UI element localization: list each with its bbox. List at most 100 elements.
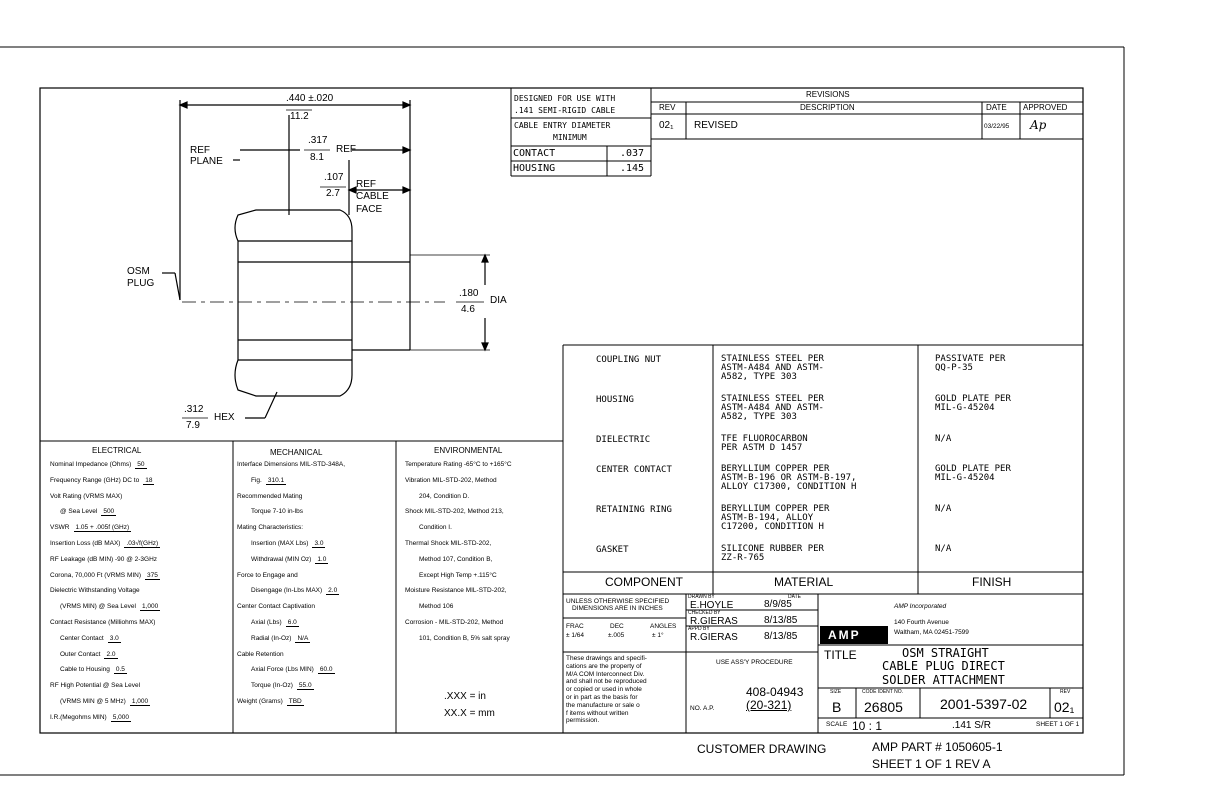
title-label: TITLE xyxy=(824,648,857,662)
scale-note: .141 S/R xyxy=(952,720,991,731)
finish-header: FINISH xyxy=(972,575,1012,589)
mechanical-row-label: Force to Engage and xyxy=(237,571,298,579)
mechanical-row: Axial (Lbs)6.0 xyxy=(237,619,299,627)
housing-value: .145 xyxy=(620,163,645,174)
code-ident-label: CODE IDENT NO. xyxy=(862,689,904,695)
electrical-row-label: Dielectric Withstanding Voltage xyxy=(50,587,140,595)
electrical-row-label: Nominal Impedance (Ohms) xyxy=(50,461,132,468)
checked-date: 8/13/85 xyxy=(764,615,798,626)
frac-value: ± 1/64 xyxy=(566,632,585,639)
desc-col-header: DESCRIPTION xyxy=(800,103,855,112)
dim-dia: .180 xyxy=(459,288,479,299)
environmental-row: Vibration MIL-STD-202, Method xyxy=(405,476,497,484)
sheet-count: SHEET 1 OF 1 xyxy=(1036,721,1080,728)
electrical-row-value: 3.0 xyxy=(107,634,121,643)
electrical-row: Nominal Impedance (Ohms)50 xyxy=(50,461,147,469)
mechanical-row-value: N/A xyxy=(295,634,311,643)
company-address-1: 140 Fourth Avenue xyxy=(894,619,949,626)
material-finish: N/A xyxy=(935,434,952,444)
size-value: B xyxy=(832,699,842,715)
electrical-row: Dielectric Withstanding Voltage xyxy=(50,587,140,594)
drawing-number: 2001-5397-02 xyxy=(940,696,1028,712)
angles-value: ± 1° xyxy=(652,632,664,639)
environmental-row: Thermal Shock MIL-STD-202, xyxy=(405,540,492,547)
component-header: COMPONENT xyxy=(605,575,683,589)
mechanical-row-value: TBD xyxy=(286,698,304,706)
mechanical-row-label: Torque (In-Oz) xyxy=(251,682,293,690)
procedure-number: 408-04943 xyxy=(746,685,804,699)
mechanical-row-value: 2.0 xyxy=(326,587,340,596)
electrical-row-value: 18 xyxy=(143,476,155,485)
electrical-row-label: Corona, 70,000 Ft (VRMS MIN) xyxy=(50,571,142,579)
unless-line-1: UNLESS OTHERWISE SPECIFIED xyxy=(566,598,670,605)
mechanical-row-value: 55.0 xyxy=(296,682,314,691)
mechanical-row: Weight (Grams)TBD xyxy=(237,698,304,706)
mechanical-row-label: Mating Characteristics: xyxy=(237,524,304,532)
material-finish: N/A xyxy=(935,544,952,554)
dim-hex: .312 xyxy=(184,404,204,415)
rev-label: REV xyxy=(1060,689,1071,695)
drawing-rev: 02₁ xyxy=(1054,699,1075,715)
dim-dia-mm: 4.6 xyxy=(461,304,475,315)
environmental-row: Method 107, Condition B, xyxy=(419,555,493,563)
mechanical-row-value: 310.1 xyxy=(265,476,287,485)
mechanical-row-label: Interface Dimensions MIL-STD-348A, xyxy=(237,461,346,468)
dia-label: DIA xyxy=(490,295,507,306)
mechanical-row-label: Weight (Grams) xyxy=(237,698,283,705)
electrical-row-value: .03√f(GHz) xyxy=(124,540,161,548)
electrical-row-label: Outer Contact xyxy=(60,650,101,658)
ref-plane-label-2: PLANE xyxy=(190,156,223,167)
design-line-3: CABLE ENTRY DIAMETER xyxy=(514,121,611,130)
code-ident: 26805 xyxy=(864,699,903,715)
dim-cable-face-mm: 2.7 xyxy=(326,188,340,199)
checked-by-label: CHECKED BY xyxy=(688,610,721,616)
drawn-by-label: DRAWN BY xyxy=(688,594,715,600)
approved-by-label: APPD BY xyxy=(688,626,710,632)
osm-plug-label-1: OSM xyxy=(127,266,150,277)
material-component: GASKET xyxy=(596,545,629,555)
dim-ref-plane: .317 xyxy=(308,135,328,146)
mechanical-row: Force to Engage and xyxy=(237,572,298,579)
electrical-row-label: (VRMS MIN @ 5 MHz) xyxy=(60,698,126,705)
customer-drawing: CUSTOMER DRAWING xyxy=(697,742,827,756)
mechanical-row: Withdrawal (MIN Oz)1.0 xyxy=(237,555,329,564)
environmental-row: Shock MIL-STD-202, Method 213, xyxy=(405,508,504,516)
mechanical-row: Torque (In-Oz)55.0 xyxy=(237,682,314,691)
mechanical-row: Torque 7-10 in-lbs xyxy=(237,508,303,515)
contact-value: .037 xyxy=(620,148,645,159)
material-spec: TFE FLUOROCARBON PER ASTM D 1457 xyxy=(721,434,808,453)
drawn-date: 8/9/85 xyxy=(764,599,792,610)
ref-label: REF xyxy=(336,144,356,155)
mechanical-row-label: Center Contact Captivation xyxy=(237,603,316,611)
mechanical-row-label: Recommended Mating xyxy=(237,492,303,500)
design-line-4: MINIMUM xyxy=(553,133,587,142)
mechanical-row-label: Torque 7-10 in-lbs xyxy=(251,508,304,516)
amp-part-number: AMP PART # 1050605-1 xyxy=(872,740,1003,754)
material-component: HOUSING xyxy=(596,395,634,405)
mechanical-row: Interface Dimensions MIL-STD-348A, xyxy=(237,461,345,468)
electrical-row-label: I.R.(Megohms MIN) xyxy=(50,713,107,721)
dec-label: DEC xyxy=(610,623,624,630)
material-spec: BERYLLIUM COPPER PER ASTM-B-194, ALLOY C… xyxy=(721,504,830,532)
scale-label: SCALE xyxy=(826,721,848,728)
company-name: AMP Incorporated xyxy=(894,603,947,610)
electrical-row-value: 50 xyxy=(135,461,147,469)
company-address-2: Waltham, MA 02451-7599 xyxy=(894,629,969,636)
electrical-row-value: 1.05 + .005f (GHz) xyxy=(73,524,132,533)
electrical-row-label: @ Sea Level xyxy=(60,508,98,516)
mechanical-row: Radial (In-Oz)N/A xyxy=(237,634,311,643)
material-component: COUPLING NUT xyxy=(596,355,662,365)
mechanical-row-value: 60.0 xyxy=(317,666,335,675)
electrical-row-value: 1,000 xyxy=(139,603,161,612)
electrical-row-label: Insertion Loss (dB MAX) xyxy=(50,540,121,547)
size-label: SIZE xyxy=(830,689,842,695)
mechanical-row-value: 1.0 xyxy=(315,555,329,564)
material-component: CENTER CONTACT xyxy=(596,465,672,475)
mechanical-row-label: Fig. xyxy=(251,476,262,484)
electrical-title: ELECTRICAL xyxy=(92,446,142,455)
